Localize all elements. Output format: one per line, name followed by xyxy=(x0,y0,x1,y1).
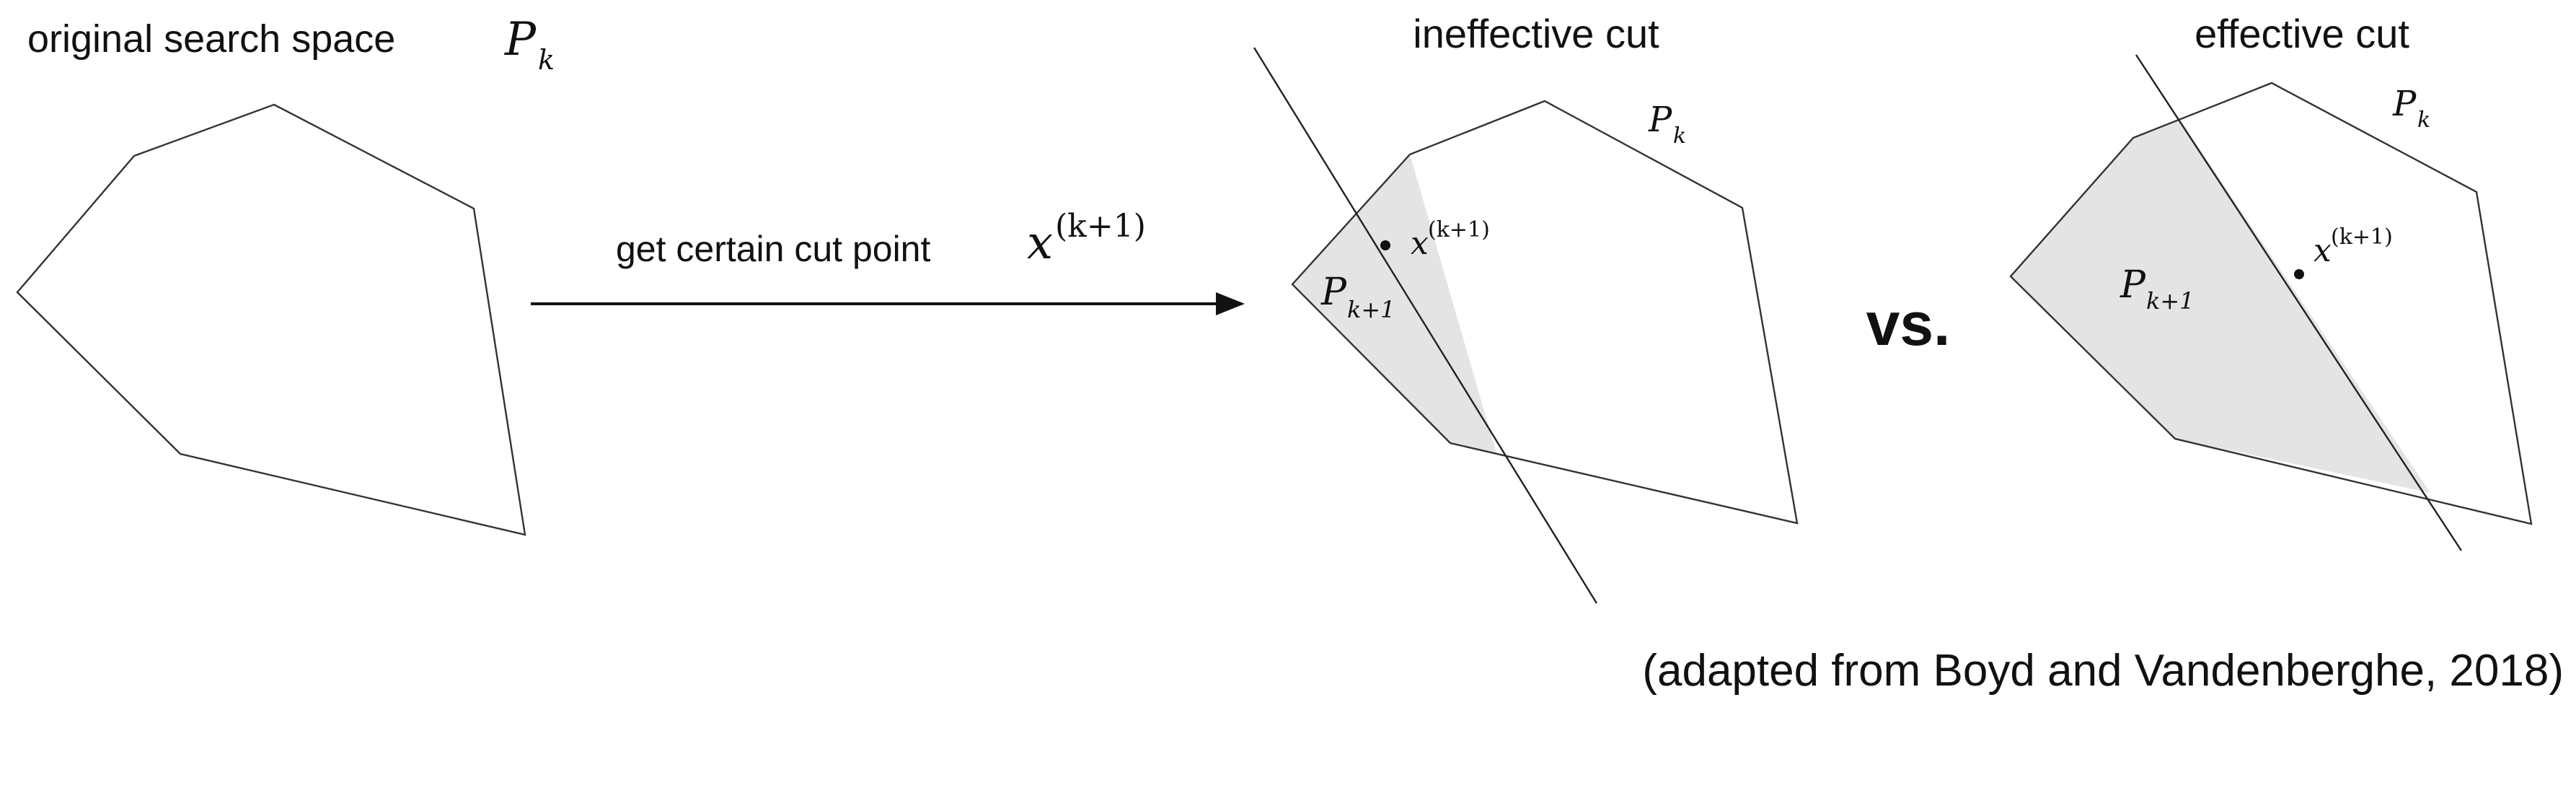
right-subset-label-sub: k+1 xyxy=(2146,287,2195,315)
middle-polytope xyxy=(1291,100,1799,525)
middle-polytope-label: P xyxy=(1648,100,1672,140)
arrow-label-text: get certain cut point xyxy=(616,229,930,269)
arrow-point-symbol: x xyxy=(1027,216,1053,270)
right-shaded-subset xyxy=(2011,119,2430,493)
right-point-label: x xyxy=(2313,232,2332,269)
original-polytope xyxy=(16,103,526,536)
right-polytope xyxy=(2009,82,2533,525)
left-panel-title-text: original search space xyxy=(27,17,395,61)
middle-polytope-label-sub: k xyxy=(1673,123,1686,149)
middle-subset-label: P xyxy=(1320,271,1347,314)
right-panel-title: effective cut xyxy=(2195,11,2409,56)
middle-point-label-sup: (k+1) xyxy=(1428,217,1490,242)
left-panel-title-symbol: P xyxy=(504,13,537,66)
right-polytope-label-sub: k xyxy=(2417,108,2430,133)
arrow-point-superscript: (k+1) xyxy=(1055,208,1146,245)
right-point-label-sup: (k+1) xyxy=(2331,224,2393,250)
right-subset-label: P xyxy=(2120,263,2146,307)
middle-subset-label-sub: k+1 xyxy=(1347,296,1395,323)
middle-panel: ineffective cut x (k+1) P k P k+1 xyxy=(1253,11,1799,604)
cut-arrow: get certain cut point x (k+1) xyxy=(531,208,1245,315)
left-panel-title-symbol-sub: k xyxy=(538,44,555,76)
right-cut-line xyxy=(2135,54,2463,551)
right-polytope-label: P xyxy=(2392,84,2417,124)
citation: (adapted from Boyd and Vandenberghe, 201… xyxy=(1642,646,2564,696)
right-cut-point xyxy=(2294,269,2304,279)
middle-point-label: x xyxy=(1411,225,1429,262)
versus-label: vs. xyxy=(1866,290,1951,358)
right-panel: effective cut x (k+1) P k P k+1 xyxy=(2009,11,2533,551)
middle-panel-title: ineffective cut xyxy=(1413,11,1659,56)
middle-cut-point xyxy=(1380,240,1390,250)
middle-cut-line xyxy=(1253,47,1598,604)
left-panel: original search space P k xyxy=(16,13,555,536)
